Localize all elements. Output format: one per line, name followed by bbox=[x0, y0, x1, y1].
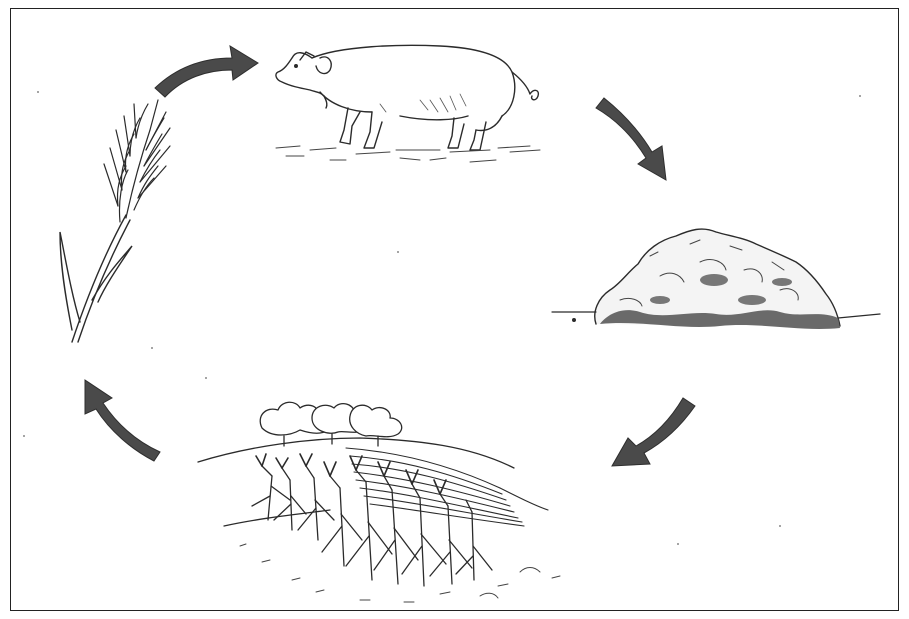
arrow-manure-to-field bbox=[612, 398, 695, 466]
arrow-field-to-wheat bbox=[85, 380, 160, 461]
crop-field-icon bbox=[198, 402, 560, 602]
arrows bbox=[85, 46, 695, 466]
arrow-wheat-to-pig bbox=[155, 46, 258, 97]
wheat-stalk-icon bbox=[60, 100, 170, 342]
manure-pile-icon bbox=[552, 229, 880, 329]
arrow-pig-to-manure bbox=[596, 98, 666, 180]
pig-icon bbox=[276, 45, 540, 162]
